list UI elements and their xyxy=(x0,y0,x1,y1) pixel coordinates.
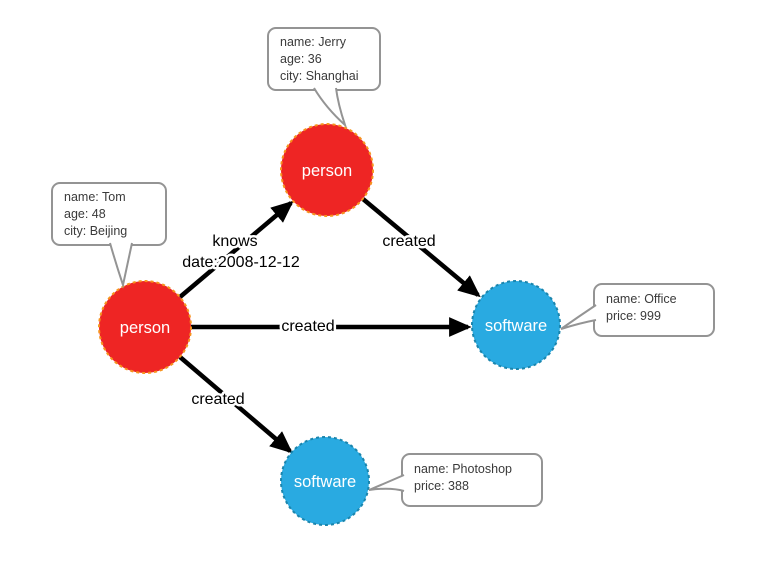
callout-line: price: 388 xyxy=(414,479,469,493)
callout-line: name: Office xyxy=(606,292,677,306)
node-person-jerry: person xyxy=(280,123,374,217)
callout-box-tom xyxy=(51,182,167,246)
callout-line: age: 36 xyxy=(280,52,322,66)
callout-line: name: Photoshop xyxy=(414,462,512,476)
callout-line: city: Shanghai xyxy=(280,69,359,83)
node-circle-tom xyxy=(98,280,192,374)
edge-created-jerry-office xyxy=(361,197,481,298)
callout-tom: name: Tom age: 48 city: Beijing xyxy=(51,182,167,289)
edge-group xyxy=(178,197,481,454)
edge-label-knows-date: date:2008-12-12 xyxy=(182,254,300,271)
node-label-office: software xyxy=(485,317,547,335)
node-circle-office xyxy=(471,280,561,370)
callout-line: price: 999 xyxy=(606,309,661,323)
edge-created-tom-photoshop xyxy=(178,355,293,454)
callout-line: age: 48 xyxy=(64,207,106,221)
callout-line: city: Beijing xyxy=(64,224,127,238)
node-circle-photoshop xyxy=(280,436,370,526)
edge-label-created-tom-office: created xyxy=(281,318,334,335)
callout-line: name: Tom xyxy=(64,190,126,204)
callout-tail-jerry xyxy=(313,87,348,129)
node-label-jerry: person xyxy=(302,162,352,180)
edge-knows-tom-jerry xyxy=(178,200,294,299)
callout-tail-photoshop xyxy=(368,474,405,492)
edge-labels: knows date:2008-12-12 created created cr… xyxy=(180,231,438,411)
callout-jerry: name: Jerry age: 36 city: Shanghai xyxy=(267,27,381,129)
node-person-tom: person xyxy=(98,280,192,374)
edge-label-created-jerry-office: created xyxy=(382,233,435,250)
edge-label-created-tom-photoshop: created xyxy=(191,391,244,408)
node-circle-jerry xyxy=(280,123,374,217)
callout-tail-office xyxy=(560,304,597,330)
node-software-office: software xyxy=(471,280,561,370)
callout-photoshop: name: Photoshop price: 388 xyxy=(368,453,543,507)
edge-label-knows: knows xyxy=(212,233,257,250)
node-label-photoshop: software xyxy=(294,473,356,491)
node-label-tom: person xyxy=(120,319,170,337)
callout-tail-tom xyxy=(109,242,133,289)
callout-line: name: Jerry xyxy=(280,35,347,49)
node-software-photoshop: software xyxy=(280,436,370,526)
callout-office: name: Office price: 999 xyxy=(560,283,715,337)
